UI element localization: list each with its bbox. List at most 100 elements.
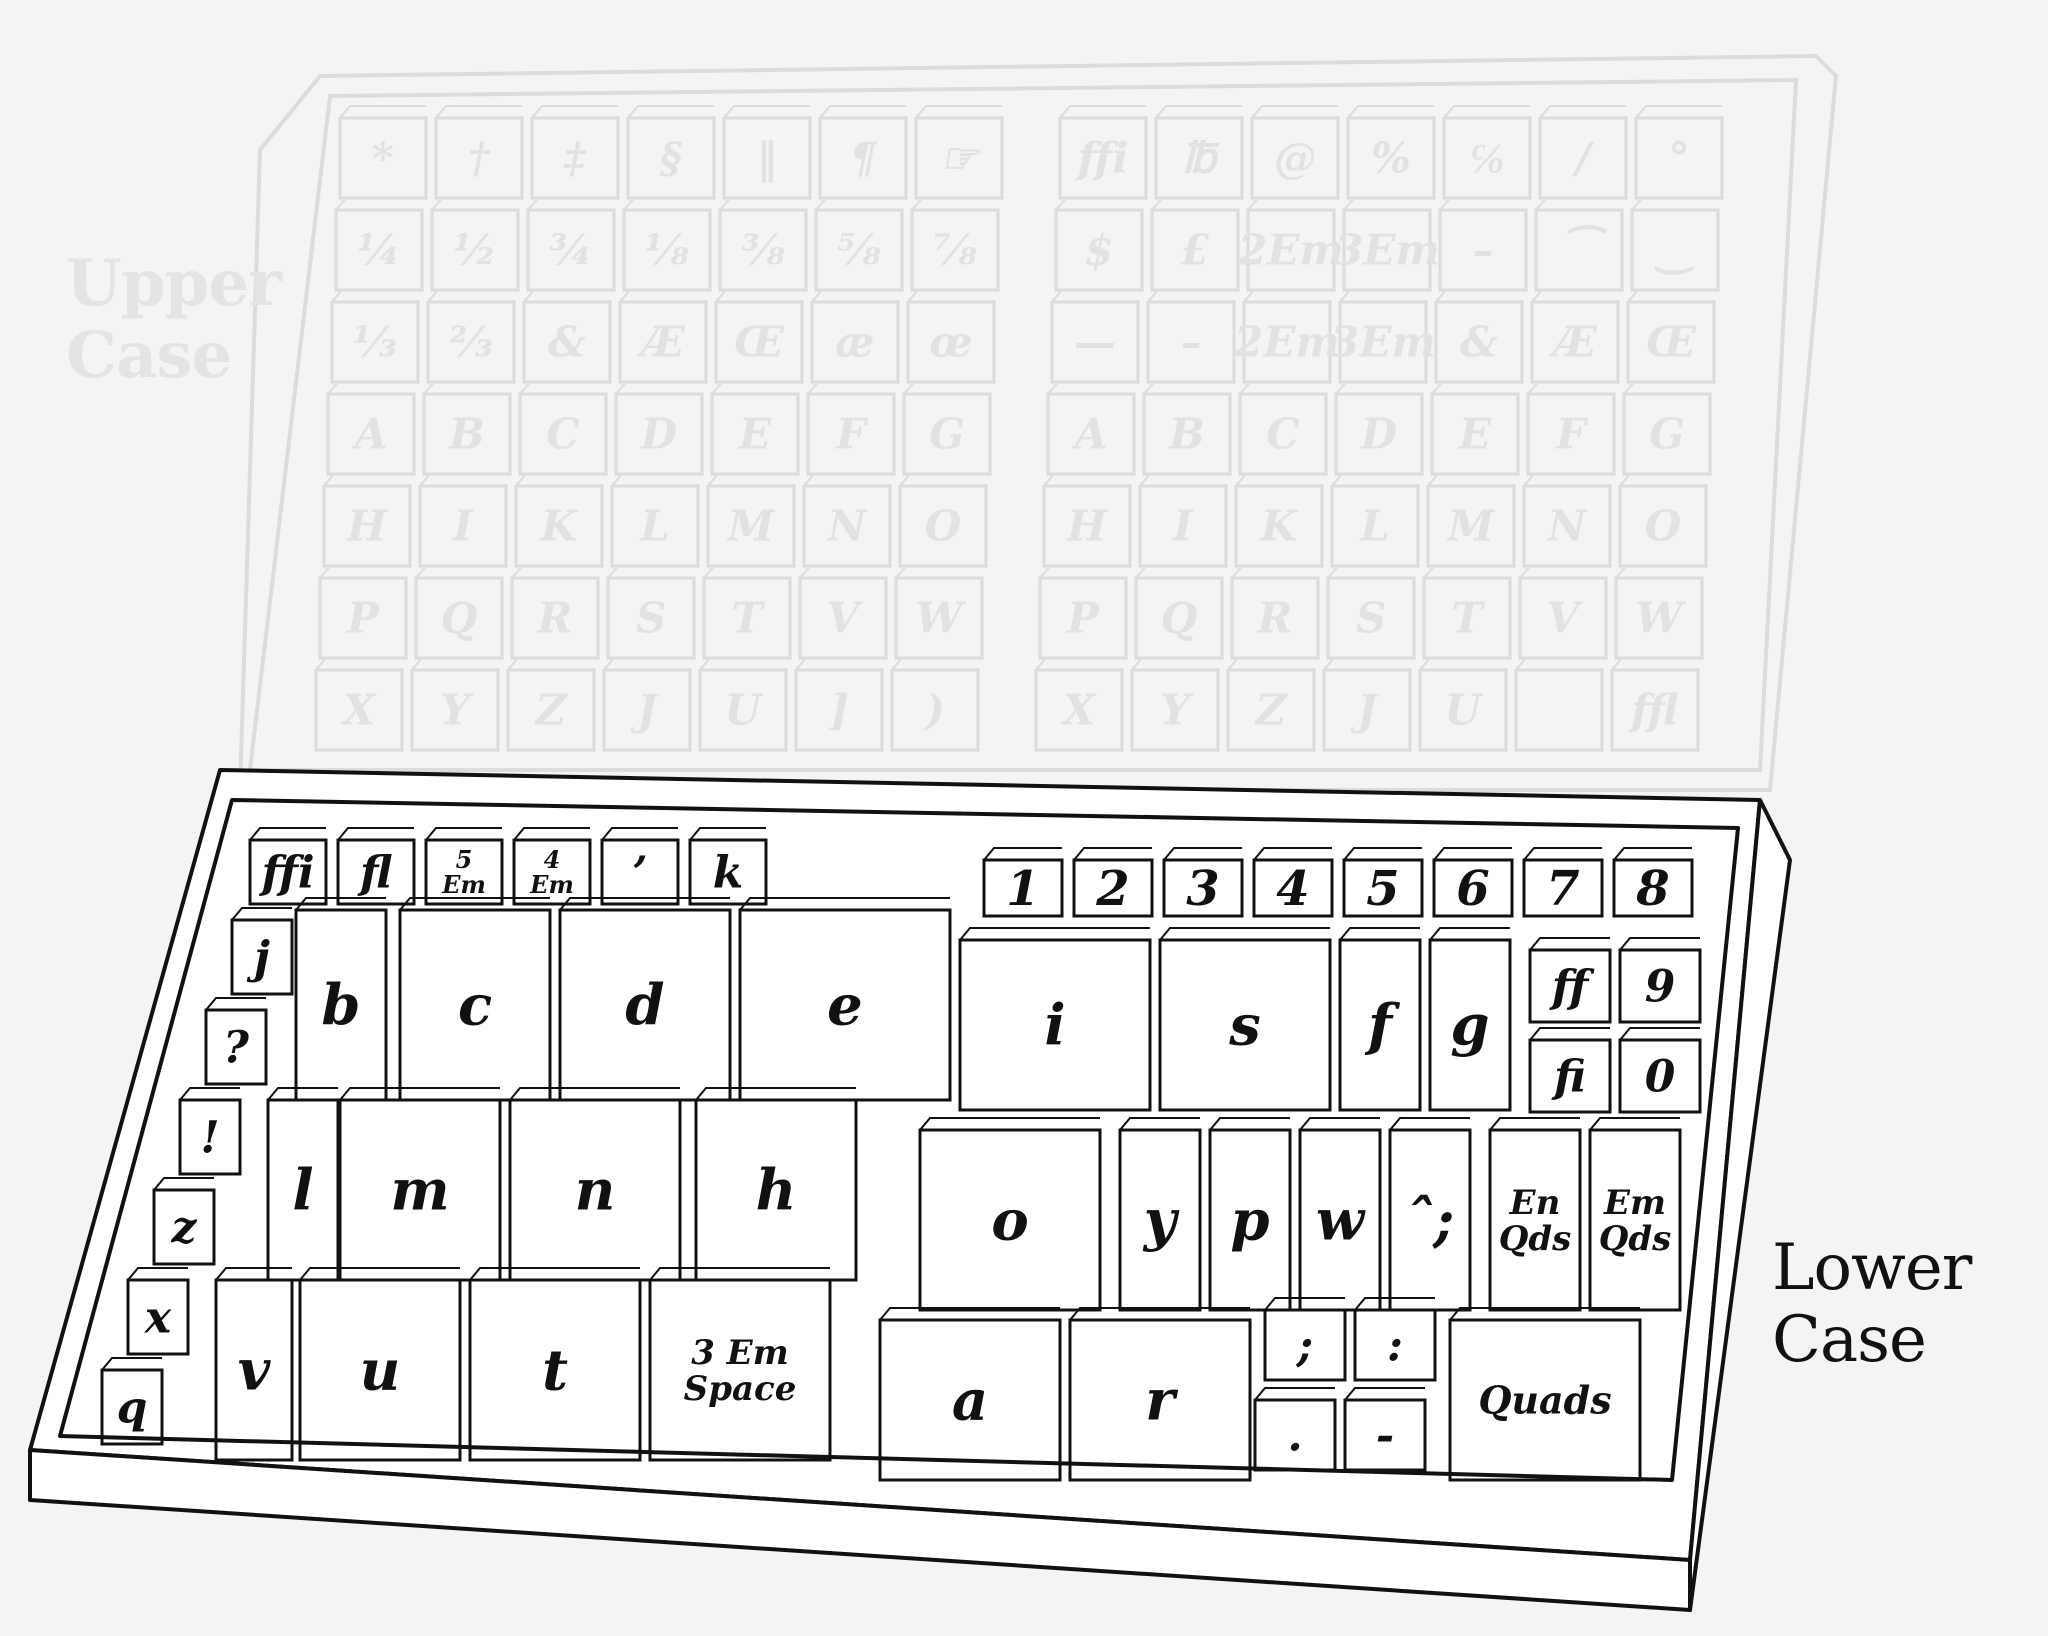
upper-left-cell-r2-c2: ½ xyxy=(432,198,518,290)
lower-number-cell-4-text: 4 xyxy=(1276,861,1309,917)
upper-right-cell-r2-c1: $ xyxy=(1056,198,1142,290)
upper-left-cell-r1-c3-text: ‡ xyxy=(563,134,587,183)
upper-right-cell-r2-c3: 2Em xyxy=(1237,198,1344,290)
lower-left-row3-bin-4-text: 3 Em xyxy=(691,1333,788,1373)
upper-right-cell-r6-c7-text: W xyxy=(1635,594,1686,643)
upper-right-cell-r7-c2-text: Y xyxy=(1160,686,1194,735)
upper-right-cell-r4-c2-lip xyxy=(1144,382,1230,394)
lower-left-row1-bin-4-text: e xyxy=(827,973,863,1039)
upper-right-cell-r5-c3: K xyxy=(1236,474,1322,566)
upper-right-cell-r3-c1-text: — xyxy=(1074,318,1116,367)
upper-left-cell-r6-c4-text: S xyxy=(636,594,666,643)
upper-case-label-line2: Case xyxy=(66,320,281,392)
upper-right-cell-r6-c5-text: T xyxy=(1451,594,1485,643)
lower-left-col-cell-4-text: z xyxy=(171,1202,198,1253)
upper-left-cell-r5-c1-lip xyxy=(324,474,410,486)
lower-left-col-cell-6-text: q xyxy=(117,1382,148,1433)
upper-left-cell-r5-c6: N xyxy=(804,474,890,566)
lower-left-col-cell-5-text: x xyxy=(144,1292,172,1343)
lower-right-row2-bin-1-text: o xyxy=(991,1188,1028,1254)
upper-left-cell-r5-c7: O xyxy=(900,474,986,566)
upper-left-cell-r1-c2: † xyxy=(436,106,522,198)
upper-left-cell-r7-c5: U xyxy=(700,658,786,750)
upper-right-cell-r2-c5-text: – xyxy=(1473,226,1494,275)
upper-left-cell-r4-c6: F xyxy=(808,382,894,474)
upper-left-cell-r7-c3-text: Z xyxy=(534,686,568,735)
lower-right-row2-bin-6-text: En xyxy=(1509,1183,1561,1223)
upper-right-cell-r6-c1: P xyxy=(1040,566,1126,658)
upper-left-cell-r5-c7-text: O xyxy=(925,502,962,551)
upper-right-cell-r4-c6-text: F xyxy=(1555,410,1589,459)
upper-left-cell-r3-c3-text: & xyxy=(548,318,586,367)
upper-right-cell-r4-c2-text: B xyxy=(1168,410,1205,459)
upper-right-cell-r7-c7-text: ffl xyxy=(1628,686,1679,735)
upper-left-cell-r5-c3-text: K xyxy=(540,502,579,551)
upper-left-cell-r6-c6-lip xyxy=(800,566,886,578)
upper-left-cell-r5-c6-text: N xyxy=(826,502,868,551)
upper-left-cell-r3-c5-text: Œ xyxy=(734,318,785,367)
lower-right-small-cell-1-text: ff xyxy=(1549,961,1595,1012)
upper-right-cell-r6-c4: S xyxy=(1328,566,1414,658)
upper-left-cell-r6-c1: P xyxy=(320,566,406,658)
lower-right-row2-bin-2-text: y xyxy=(1142,1188,1180,1254)
upper-left-cell-r1-c6-text: ¶ xyxy=(850,134,878,183)
upper-right-cell-r1-c5-lip xyxy=(1444,106,1530,118)
upper-left-cell-r3-c2: ⅔ xyxy=(428,290,514,382)
upper-right-cell-r1-c6-text: / xyxy=(1571,134,1594,183)
upper-left-cell-r3-c2-lip xyxy=(428,290,514,302)
upper-left-cell-r7-c1: X xyxy=(316,658,402,750)
upper-right-cell-r2-c4-text: 3Em xyxy=(1334,226,1440,275)
upper-left-cell-r2-c7-text: ⅞ xyxy=(933,226,977,275)
upper-right-cell-r3-c5-lip xyxy=(1436,290,1522,302)
upper-left-cell-r6-c6-text: V xyxy=(827,594,864,643)
upper-left-cell-r1-c5-text: ‖ xyxy=(757,134,778,183)
upper-right-cell-r6-c2-lip xyxy=(1136,566,1222,578)
upper-left-cell-r1-c4: § xyxy=(628,106,714,198)
upper-right-cell-r1-c4-lip xyxy=(1348,106,1434,118)
upper-right-cell-r4-c6: F xyxy=(1528,382,1614,474)
upper-right-cell-r4-c7-lip xyxy=(1624,382,1710,394)
upper-right-cell-r2-c6-text: ⁀ xyxy=(1562,225,1607,275)
upper-right-cell-r4-c1: A xyxy=(1048,382,1134,474)
upper-right-cell-r1-c3: @ xyxy=(1252,106,1338,198)
upper-right-cell-r2-c2: £ xyxy=(1152,198,1238,290)
upper-left-cell-r1-c1: * xyxy=(340,106,426,198)
upper-left-cell-r1-c7-text: ☞ xyxy=(940,134,981,183)
upper-right-cell-r5-c3-lip xyxy=(1236,474,1322,486)
upper-left-cell-r2-c5-text: ⅜ xyxy=(741,226,785,275)
lower-left-row1-bin-1-text: b xyxy=(321,973,360,1039)
upper-left-cell-r2-c4-lip xyxy=(624,198,710,210)
upper-right-cell-r7-c6-box xyxy=(1516,670,1602,750)
upper-right-cell-r6-c5: T xyxy=(1424,566,1510,658)
upper-left-cell-r1-c5-lip xyxy=(724,106,810,118)
upper-left-cell-r5-c1: H xyxy=(324,474,410,566)
upper-left-cell-r7-c5-text: U xyxy=(725,686,764,735)
upper-case-label: Upper Case xyxy=(66,248,281,392)
upper-right-cell-r1-c4: % xyxy=(1348,106,1434,198)
upper-right-cell-r1-c6: / xyxy=(1540,106,1626,198)
upper-left-cell-r6-c1-lip xyxy=(320,566,406,578)
upper-left-cell-r6-c1-text: P xyxy=(346,594,380,643)
upper-left-cell-r1-c6-lip xyxy=(820,106,906,118)
lower-number-cell-3-text: 3 xyxy=(1186,861,1219,917)
upper-left-cell-r6-c2-text: Q xyxy=(441,594,478,643)
lower-right-row1-bin-1-text: i xyxy=(1044,993,1065,1059)
lower-top-cell-3-text: Em xyxy=(441,870,486,899)
upper-right-cell-r6-c3-text: R xyxy=(1257,594,1293,643)
upper-left-cell-r6-c7: W xyxy=(896,566,982,658)
lower-right-row2-bin-3-text: p xyxy=(1230,1188,1269,1254)
upper-left-cell-r6-c2-lip xyxy=(416,566,502,578)
upper-left-cell-r4-c7-text: G xyxy=(929,410,965,459)
upper-left-cell-r3-c5: Œ xyxy=(716,290,802,382)
upper-left-cell-r5-c3: K xyxy=(516,474,602,566)
upper-right-cell-r5-c5: M xyxy=(1428,474,1514,566)
upper-right-cell-r5-c7-text: O xyxy=(1645,502,1682,551)
upper-left-cell-r7-c3: Z xyxy=(508,658,594,750)
upper-left-cell-r2-c3: ¾ xyxy=(528,198,614,290)
upper-left-cell-r3-c3: & xyxy=(524,290,610,382)
upper-left-cell-r2-c2-lip xyxy=(432,198,518,210)
upper-right-cell-r3-c6: Æ xyxy=(1532,290,1618,382)
upper-left-cell-r6-c3-lip xyxy=(512,566,598,578)
lower-right-row2-bin-4-text: w xyxy=(1316,1188,1366,1254)
